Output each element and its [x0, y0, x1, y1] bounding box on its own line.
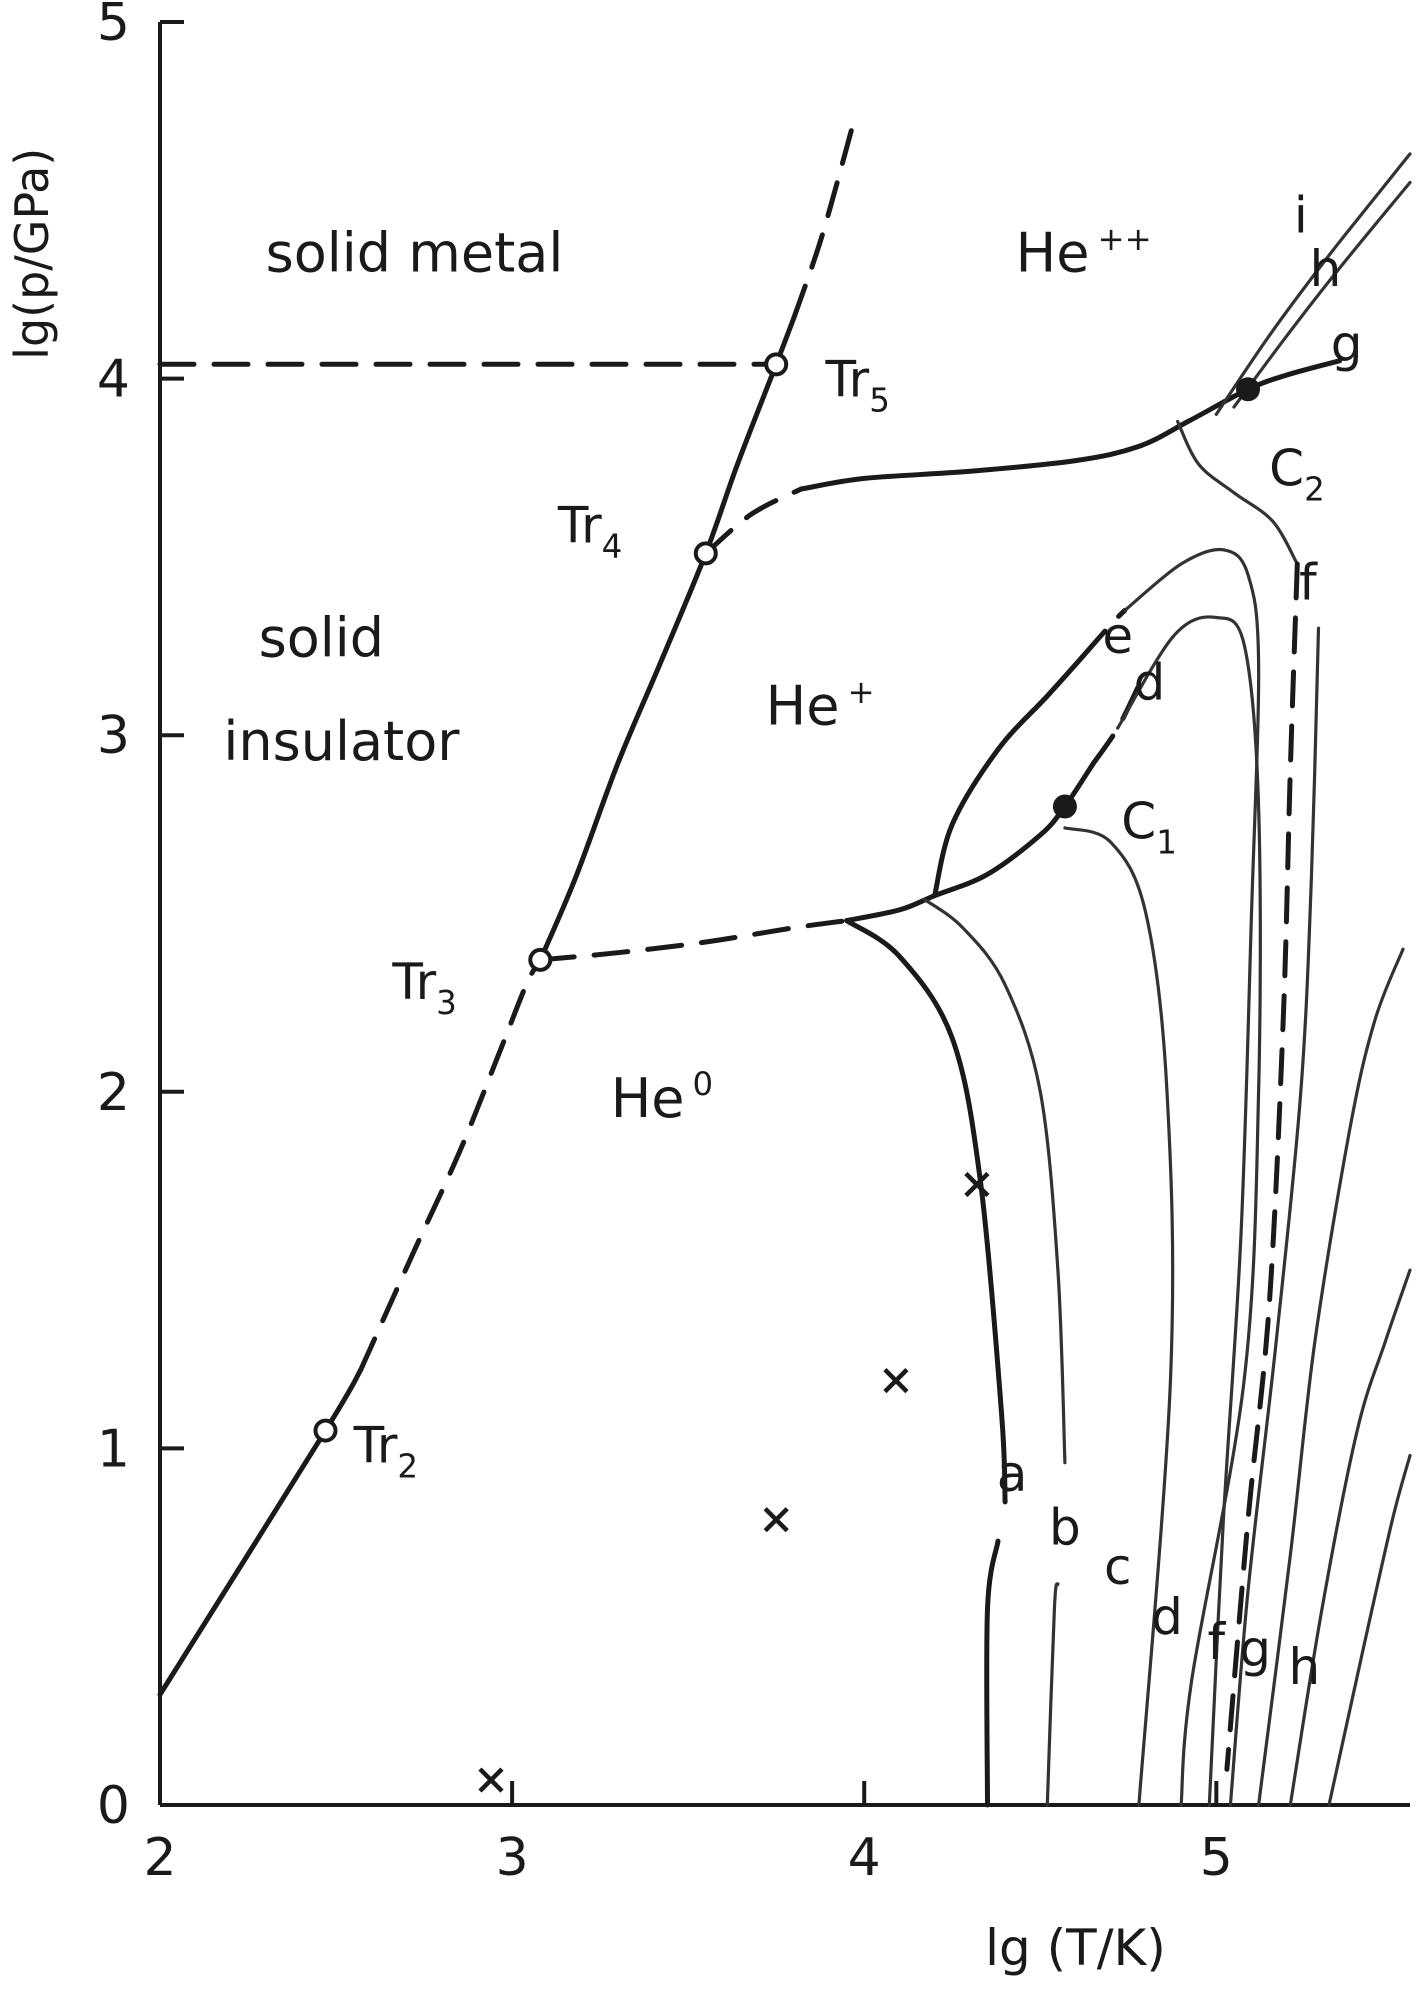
triple-point-label: Tr4: [557, 497, 622, 566]
series-ion2-boundary: [798, 358, 1343, 492]
series-ion2-boundary-dashed: [703, 486, 804, 556]
series-curve-b-lower: [1045, 1582, 1060, 1807]
triple-point-marker: [528, 947, 553, 972]
curve-label-b: b: [1049, 1499, 1081, 1557]
critical-point-marker: [1052, 794, 1077, 819]
x-tick-label: 3: [496, 1828, 529, 1888]
region-label-solid-metal: solid metal: [266, 222, 564, 285]
series-ion1-boundary-dashed: [537, 918, 850, 963]
triple-point-label: Tr3: [391, 953, 456, 1022]
y-axis-label: lg(p/GPa): [5, 148, 59, 360]
triple-point-marker: [313, 1418, 338, 1443]
curve-label-c: c: [1104, 1538, 1132, 1596]
y-tick-label: 0: [97, 1776, 130, 1836]
series-curve-c: [1063, 826, 1175, 1807]
curve-label-g: g: [1239, 1620, 1271, 1678]
curve-label-e: e: [1102, 607, 1133, 665]
region-label-he-plus-plus: He++: [1016, 220, 1152, 285]
curves: [157, 119, 1412, 1808]
curve-label-g: g: [1331, 315, 1363, 373]
series-curve-f: [1176, 419, 1299, 566]
cross-marker: [964, 1171, 990, 1198]
x-tick-label: 5: [1200, 1828, 1233, 1888]
markers: [313, 352, 1261, 1793]
series-tr-line-lower: [157, 1367, 364, 1697]
series-ion1-boundary-dashed-upper: [1090, 682, 1142, 767]
x-tick-label: 2: [143, 1828, 176, 1888]
x-axis-label: lg (T/K): [985, 1919, 1166, 1977]
cross-marker: [883, 1368, 909, 1394]
y-tick-label: 4: [97, 350, 130, 410]
series-curve-i-upper: [1214, 152, 1412, 416]
series-curve-a-lower: [984, 1538, 1001, 1808]
critical-point-label: C1: [1121, 793, 1177, 862]
y-tick-label: 5: [97, 0, 130, 53]
critical-point-marker: [1236, 377, 1261, 402]
curve-label-h: h: [1310, 240, 1342, 298]
series-curve-a: [844, 918, 1008, 1505]
axes: 2 3 4 5 0 1 2 3 4 5: [97, 0, 1410, 1888]
series-tr-line-mid: [537, 315, 797, 963]
series-curve-e-lower: [1123, 547, 1261, 1807]
curve-label-f: f: [1299, 554, 1318, 612]
triple-point-label: Tr5: [824, 350, 889, 419]
region-label-solid-insulator-1: solid: [259, 607, 384, 670]
curve-label-d: d: [1134, 654, 1166, 712]
critical-point-label: C2: [1269, 440, 1325, 509]
series-curve-g: [1228, 626, 1321, 1807]
curve-label-a: a: [997, 1445, 1028, 1503]
y-tick-label: 3: [97, 706, 130, 766]
y-tick-label: 1: [97, 1419, 130, 1479]
curve-label-i: i: [1294, 186, 1308, 244]
series-curve-f-lower: [1224, 561, 1300, 1772]
series-curve-e-upper-dashed: [1080, 607, 1128, 660]
series-curve-e-upper: [932, 654, 1085, 899]
curve-label-h: h: [1289, 1638, 1321, 1696]
triple-point-marker: [764, 352, 789, 377]
series-curve-d: [1116, 615, 1262, 1807]
series-curve-h-upper: [1232, 180, 1412, 409]
y-tick-label: 2: [97, 1063, 130, 1123]
x-tick-label: 4: [848, 1828, 881, 1888]
series-curve-j: [1327, 1453, 1412, 1807]
region-label-he-plus: He+: [766, 673, 875, 738]
curve-label-f: f: [1208, 1613, 1227, 1671]
triple-point-marker: [693, 541, 718, 566]
series-curve-i: [1288, 1268, 1412, 1807]
triple-point-label: Tr2: [353, 1417, 418, 1486]
series-tr-line-upper-dashed: [791, 119, 857, 321]
series-curve-h: [1257, 947, 1405, 1807]
series-curve-b: [922, 897, 1067, 1465]
curve-label-d: d: [1151, 1588, 1183, 1646]
cross-marker: [478, 1767, 504, 1793]
cross-marker: [763, 1507, 789, 1533]
region-label-solid-insulator-2: insulator: [223, 710, 460, 773]
